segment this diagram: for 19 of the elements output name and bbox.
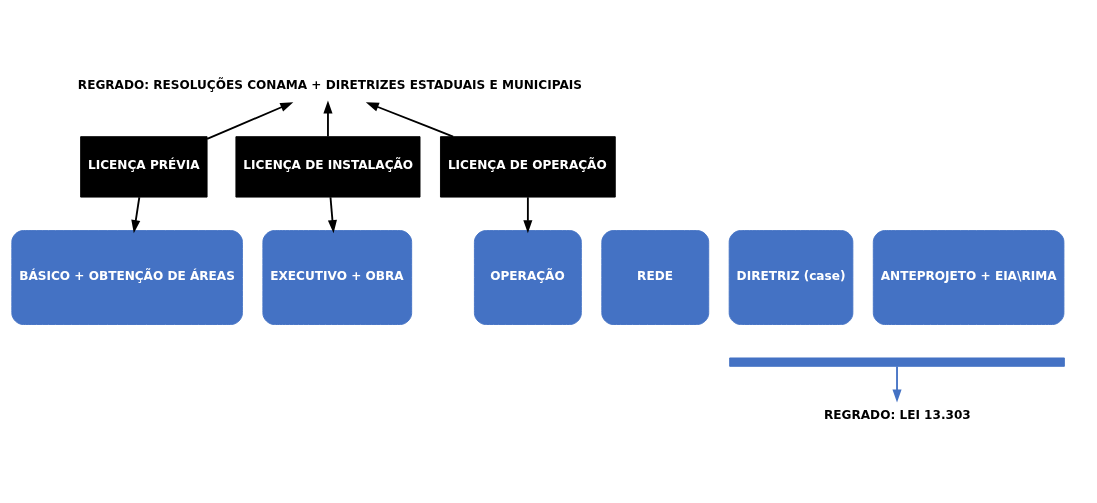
node-box: OPERAÇÃO <box>473 230 582 325</box>
arrow <box>523 196 533 234</box>
node-box: BÁSICO + OBTENÇÃO DE ÁREAS <box>11 230 243 325</box>
arrow <box>206 102 294 140</box>
node-box: EXECUTIVO + OBRA <box>262 230 413 325</box>
arrow <box>892 365 902 403</box>
node-bar <box>729 357 1065 367</box>
arrow <box>323 100 333 138</box>
node-text: REGRADO: RESOLUÇÕES CONAMA + DIRETRIZES ESTADUAIS E MUNICIPAIS <box>77 77 582 92</box>
node-box: ANTEPROJETO + EIA\RIMA <box>872 230 1065 325</box>
node-box: LICENÇA DE OPERAÇÃO <box>440 136 616 198</box>
node-box: LICENÇA PRÉVIA <box>80 136 208 198</box>
arrow <box>131 196 141 234</box>
node-box: REDE <box>601 230 710 325</box>
node-box: DIRETRIZ (case) <box>728 230 854 325</box>
node-text: REGRADO: LEI 13.303 <box>824 407 971 422</box>
node-box: LICENÇA DE INSTALAÇÃO <box>235 136 421 198</box>
arrow <box>365 102 455 138</box>
arrow <box>327 196 337 234</box>
